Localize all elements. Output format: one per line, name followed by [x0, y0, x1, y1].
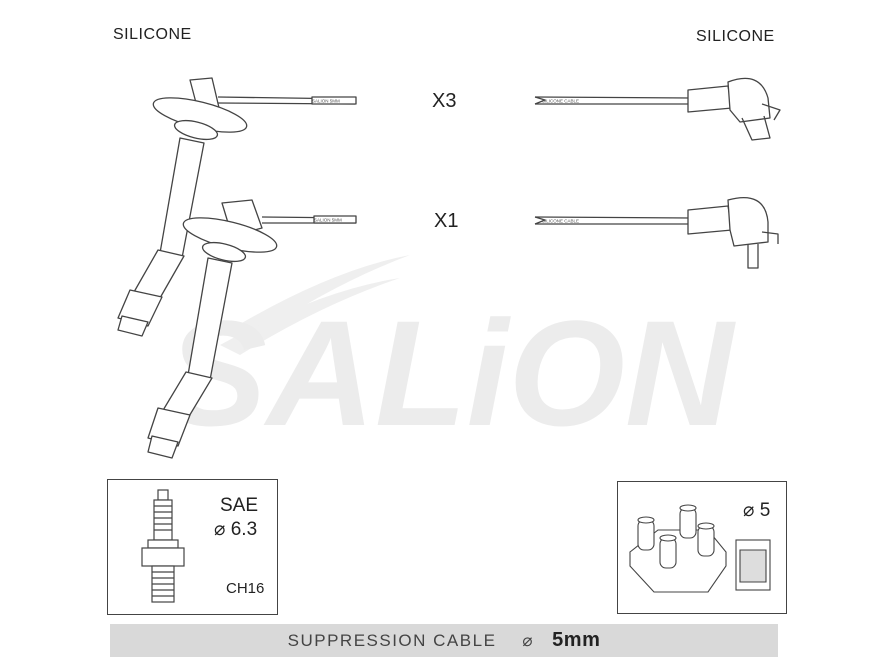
spark-plug-standard: SAE [220, 495, 259, 516]
spark-plug-box: SAE ⌀ 6.3 CH16 [107, 479, 278, 615]
right-silicone-label: SILICONE [696, 28, 775, 45]
cable-print-3: SILICONE CABLE [542, 99, 579, 104]
distributor-diameter: ⌀ 5 [743, 500, 771, 521]
spark-plug-icon [141, 489, 185, 603]
cable-print-4: SILICONE CABLE [542, 219, 579, 224]
right-boot-top [534, 77, 781, 141]
quantity-label-1: X3 [432, 90, 457, 112]
left-boot-short [147, 199, 357, 459]
watermark-logo: SALiON [167, 255, 736, 457]
left-silicone-label: SILICONE [113, 26, 192, 43]
cable-print-1: SALION 5MM [312, 99, 340, 104]
left-boot-long [117, 77, 357, 337]
distributor-box: ⌀ 5 [617, 481, 787, 614]
cable-diameter-value: 5mm [552, 629, 601, 651]
suppression-cable-label: SUPPRESSION CABLE [287, 630, 497, 650]
right-boot-bottom [534, 196, 779, 269]
cable-print-2: SALION 5MM [314, 218, 342, 223]
spark-plug-diameter: ⌀ 6.3 [214, 519, 258, 540]
spark-plug-code: CH16 [226, 580, 265, 597]
distributor-cap-icon [629, 504, 771, 593]
quantity-label-2: X1 [434, 210, 459, 232]
suppression-cable-bar: SUPPRESSION CABLE ⌀ 5mm [110, 624, 778, 657]
watermark-text: SALiON [167, 289, 736, 457]
diameter-symbol: ⌀ [522, 630, 535, 650]
